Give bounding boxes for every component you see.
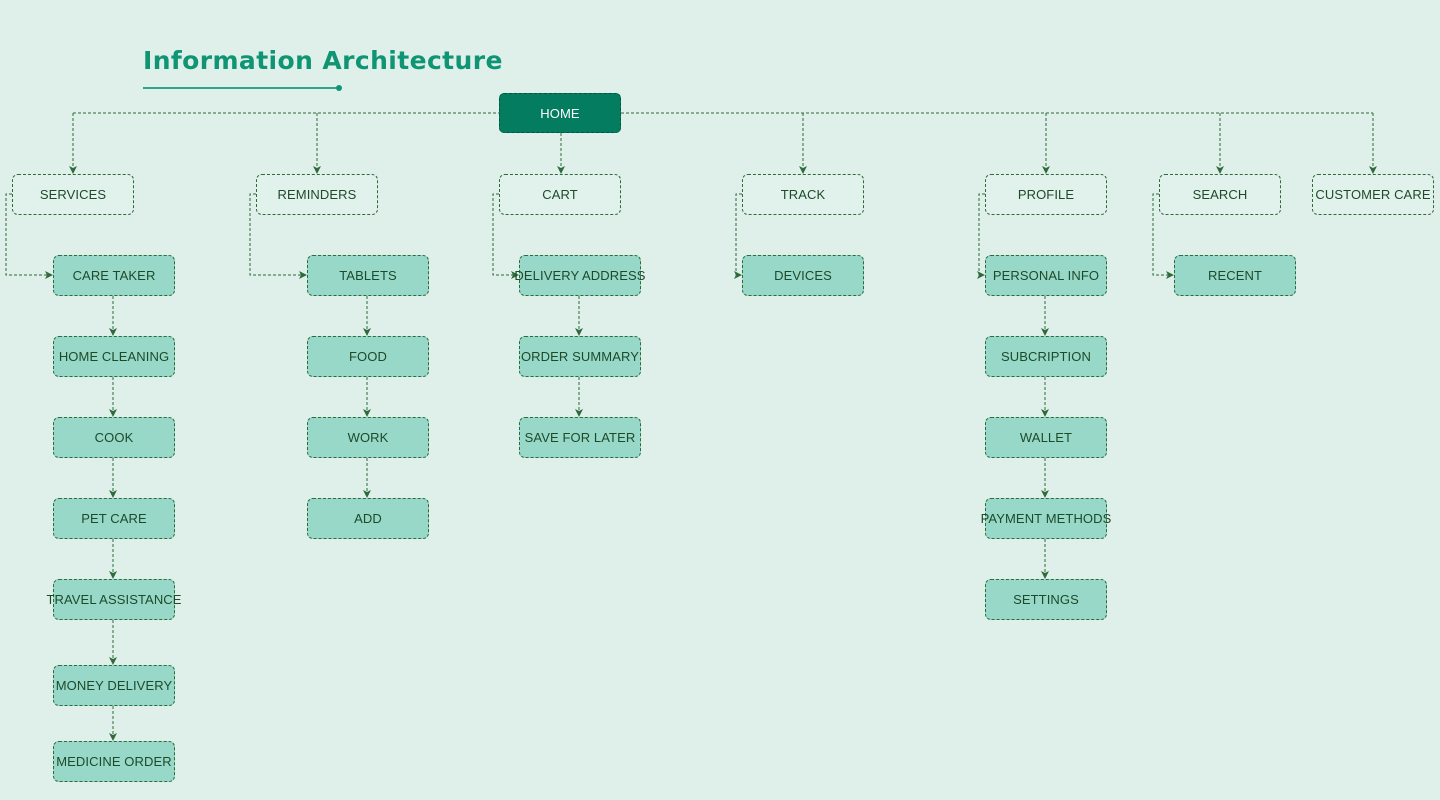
node-home-cleaning[interactable]: HOME CLEANING (53, 336, 175, 377)
node-services[interactable]: SERVICES (12, 174, 134, 215)
node-save-for-later[interactable]: SAVE FOR LATER (519, 417, 641, 458)
node-personal-info[interactable]: PERSONAL INFO (985, 255, 1107, 296)
title-underline (143, 87, 339, 89)
node-subcription[interactable]: SUBCRIPTION (985, 336, 1107, 377)
connector-track-devices (734, 193, 742, 279)
node-search[interactable]: SEARCH (1159, 174, 1281, 215)
title-underline-dot (336, 85, 342, 91)
node-care-taker[interactable]: CARE TAKER (53, 255, 175, 296)
connector-reminders-tablets (249, 193, 307, 279)
connector-cart-delivery-address (492, 193, 519, 279)
node-order-summary[interactable]: ORDER SUMMARY (519, 336, 641, 377)
connector-profile-personal-info (977, 193, 985, 279)
node-delivery-address[interactable]: DELIVERY ADDRESS (514, 255, 645, 296)
node-recent[interactable]: RECENT (1174, 255, 1296, 296)
connector-services-care-taker (5, 193, 53, 279)
node-home[interactable]: HOME (499, 93, 621, 133)
node-add[interactable]: ADD (307, 498, 429, 539)
node-wallet[interactable]: WALLET (985, 417, 1107, 458)
node-track[interactable]: TRACK (742, 174, 864, 215)
node-payment-methods[interactable]: PAYMENT METHODS (981, 498, 1111, 539)
node-devices[interactable]: DEVICES (742, 255, 864, 296)
node-cart[interactable]: CART (499, 174, 621, 215)
connector-search-recent (1152, 193, 1174, 279)
node-pet-care[interactable]: PET CARE (53, 498, 175, 539)
node-cook[interactable]: COOK (53, 417, 175, 458)
node-medicine-order[interactable]: MEDICINE ORDER (53, 741, 175, 782)
node-customer-care[interactable]: CUSTOMER CARE (1312, 174, 1434, 215)
node-reminders[interactable]: REMINDERS (256, 174, 378, 215)
node-food[interactable]: FOOD (307, 336, 429, 377)
node-travel-assistance[interactable]: TRAVEL ASSISTANCE (46, 579, 181, 620)
node-money-delivery[interactable]: MONEY DELIVERY (53, 665, 175, 706)
node-work[interactable]: WORK (307, 417, 429, 458)
page-title: Information Architecture (143, 46, 503, 75)
node-profile[interactable]: PROFILE (985, 174, 1107, 215)
node-tablets[interactable]: TABLETS (307, 255, 429, 296)
node-settings[interactable]: SETTINGS (985, 579, 1107, 620)
